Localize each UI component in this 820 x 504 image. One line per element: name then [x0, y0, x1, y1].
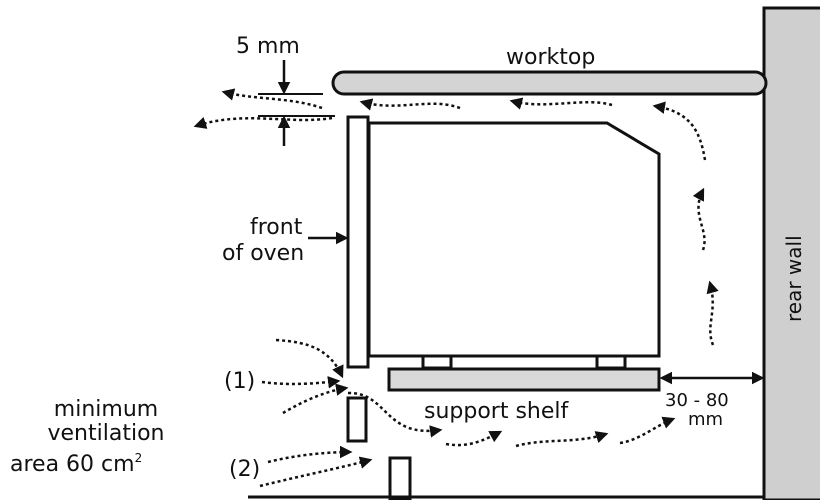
marker-1: (1) — [224, 369, 256, 394]
cabinet-front-upper — [346, 396, 368, 443]
worktop-label: worktop — [506, 45, 596, 70]
oven-body — [367, 121, 661, 358]
airflow-arrow — [275, 338, 344, 379]
distance-unit-label: mm — [688, 409, 724, 430]
support-shelf-label: support shelf — [424, 399, 569, 424]
ventilation-label-line1: minimum — [53, 397, 159, 422]
airflow-arrow — [282, 383, 349, 415]
airflow-arrow — [221, 88, 323, 110]
oven-front-panel — [346, 115, 370, 369]
front-label-line2: of oven — [222, 241, 305, 266]
airflow-arrow — [706, 280, 719, 346]
oven-foot-left — [421, 354, 453, 370]
ventilation-area-text: area 60 cm — [10, 452, 135, 477]
ventilation-label-line2: ventilation — [47, 421, 165, 446]
airflow-arrow — [619, 416, 676, 445]
front-label-line1: front — [250, 215, 303, 240]
ventilation-label-line3: area 60 cm2 — [10, 446, 142, 477]
cabinet-front-lower — [388, 456, 412, 502]
airflow-arrow — [267, 445, 353, 464]
airflow-arrows — [193, 88, 719, 488]
airflow-arrow — [509, 97, 613, 110]
airflow-arrow — [259, 456, 373, 488]
rear-wall — [762, 6, 820, 502]
airflow-arrow — [515, 431, 609, 448]
oven-foot-right — [595, 354, 627, 370]
distance-label: 30 - 80 — [665, 390, 729, 411]
airflow-arrow — [193, 116, 333, 129]
worktop — [331, 70, 768, 96]
airflow-arrow — [261, 376, 341, 389]
airflow-arrow — [359, 98, 461, 111]
support-shelf — [387, 367, 661, 392]
ventilation-area-exponent: 2 — [134, 451, 143, 465]
rear-wall-label: rear wall — [782, 235, 806, 322]
marker-2: (2) — [229, 457, 261, 482]
airflow-arrow — [692, 187, 706, 251]
gap-label: 5 mm — [236, 34, 300, 59]
airflow-arrow — [652, 101, 707, 161]
airflow-arrow — [445, 430, 503, 447]
